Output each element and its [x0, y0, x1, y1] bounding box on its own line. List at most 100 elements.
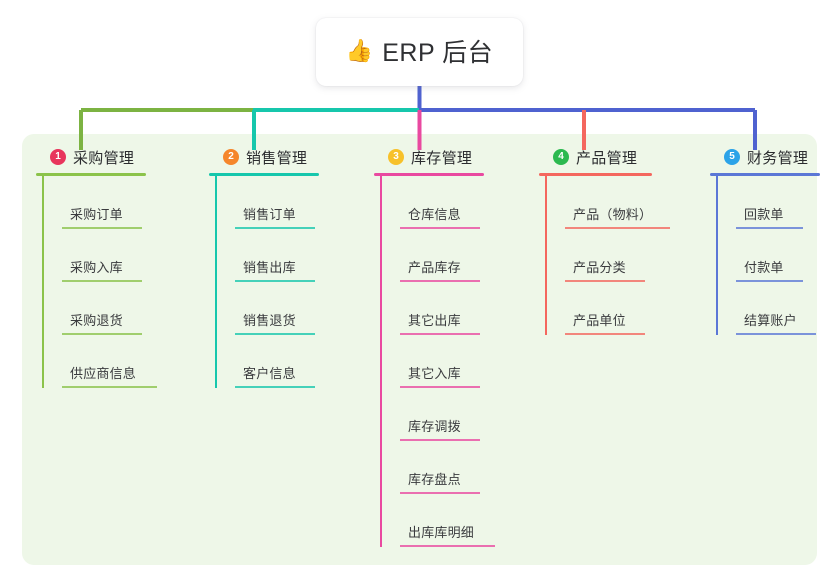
branch-item[interactable]: 出库库明细	[400, 494, 495, 547]
branch-item-label: 销售退货	[243, 313, 296, 328]
branch-item[interactable]: 回款单	[736, 176, 820, 229]
branch-item[interactable]: 销售退货	[235, 282, 319, 335]
branch-item-list-3: 仓库信息产品库存其它出库其它入库库存调拨库存盘点出库库明细	[380, 176, 495, 547]
branch-item-label: 库存盘点	[408, 472, 461, 487]
branch-item-underline	[736, 227, 803, 229]
branch-item-underline	[565, 333, 645, 335]
branch-spine-3	[380, 176, 382, 547]
branch-item-underline	[400, 492, 480, 494]
branch-item[interactable]: 销售订单	[235, 176, 319, 229]
branch-item-underline	[62, 386, 157, 388]
branch-item[interactable]: 销售出库	[235, 229, 319, 282]
branch-item-underline	[235, 386, 315, 388]
branch-column-1: 1 采购管理采购订单采购入库采购退货供应商信息	[36, 146, 157, 388]
branch-underline-5	[710, 173, 820, 176]
branch-item-underline	[62, 227, 142, 229]
branch-item[interactable]: 采购退货	[62, 282, 146, 335]
branch-item-underline	[400, 333, 480, 335]
branch-item-underline	[235, 227, 315, 229]
branch-item[interactable]: 付款单	[736, 229, 820, 282]
branch-item[interactable]: 其它出库	[400, 282, 484, 335]
branch-badge-4: 4	[553, 149, 569, 165]
branch-item-underline	[736, 333, 816, 335]
branch-item-underline	[235, 280, 315, 282]
branch-item-list-4: 产品（物料） 产品分类产品单位	[545, 176, 670, 335]
branch-item-list-1: 采购订单采购入库采购退货供应商信息	[42, 176, 157, 388]
branch-item[interactable]: 产品库存	[400, 229, 484, 282]
branch-item-label: 库存调拨	[408, 419, 461, 434]
branch-item-label: 回款单	[744, 207, 784, 222]
branch-title-5: 财务管理	[747, 149, 809, 167]
branch-item[interactable]: 其它入库	[400, 335, 484, 388]
branch-spine-4	[545, 176, 547, 335]
branch-item[interactable]: 采购入库	[62, 229, 146, 282]
branch-header-4[interactable]: 4 产品管理	[539, 146, 652, 168]
branch-item-label: 仓库信息	[408, 207, 461, 222]
branch-item[interactable]: 库存盘点	[400, 441, 484, 494]
branch-item-label: 结算账户	[744, 313, 797, 328]
branch-item-label: 供应商信息	[70, 366, 137, 381]
branch-item-underline	[400, 386, 480, 388]
branch-item[interactable]: 产品分类	[565, 229, 652, 282]
branch-item-underline	[736, 280, 803, 282]
branch-spine-1	[42, 176, 44, 388]
branch-item-label: 采购退货	[70, 313, 123, 328]
branch-item[interactable]: 客户信息	[235, 335, 319, 388]
branch-column-4: 4 产品管理产品（物料） 产品分类产品单位	[539, 146, 670, 335]
branch-badge-3: 3	[388, 149, 404, 165]
branch-item-label: 产品（物料）	[573, 207, 653, 222]
branch-spine-5	[716, 176, 718, 335]
branch-item-underline	[400, 280, 480, 282]
branch-item-label: 采购入库	[70, 260, 123, 275]
branch-item-underline	[62, 280, 142, 282]
branch-item-label: 采购订单	[70, 207, 123, 222]
branch-underline-4	[539, 173, 652, 176]
branch-item[interactable]: 仓库信息	[400, 176, 484, 229]
branch-item-underline	[400, 227, 480, 229]
branch-item-underline	[235, 333, 315, 335]
branch-item-label: 销售订单	[243, 207, 296, 222]
branch-title-4: 产品管理	[576, 149, 638, 167]
branch-item-underline	[400, 545, 495, 547]
branch-item[interactable]: 库存调拨	[400, 388, 484, 441]
branch-item-label: 销售出库	[243, 260, 296, 275]
branch-title-1: 采购管理	[73, 149, 135, 167]
branch-header-3[interactable]: 3 库存管理	[374, 146, 484, 168]
branch-badge-2: 2	[223, 149, 239, 165]
branch-item[interactable]: 产品（物料）	[565, 176, 670, 229]
branch-item[interactable]: 供应商信息	[62, 335, 157, 388]
branch-column-3: 3 库存管理仓库信息产品库存其它出库其它入库库存调拨库存盘点出库库明细	[374, 146, 495, 547]
branch-item-label: 产品分类	[573, 260, 626, 275]
branch-badge-5: 5	[724, 149, 740, 165]
root-node[interactable]: 👍 ERP 后台	[316, 18, 523, 86]
branch-item[interactable]: 结算账户	[736, 282, 820, 335]
branch-item-label: 产品库存	[408, 260, 461, 275]
branch-item-underline	[565, 280, 645, 282]
branch-item-label: 其它入库	[408, 366, 461, 381]
branch-item-label: 产品单位	[573, 313, 626, 328]
branch-title-3: 库存管理	[411, 149, 473, 167]
branch-item-underline	[62, 333, 142, 335]
branch-item-label: 客户信息	[243, 366, 296, 381]
branch-item-underline	[400, 439, 480, 441]
branch-underline-3	[374, 173, 484, 176]
branch-item-label: 出库库明细	[408, 525, 475, 540]
branch-item-label: 付款单	[744, 260, 784, 275]
root-title: ERP 后台	[382, 39, 494, 67]
branch-underline-2	[209, 173, 319, 176]
branch-header-1[interactable]: 1 采购管理	[36, 146, 146, 168]
branch-badge-1: 1	[50, 149, 66, 165]
branch-item-underline	[565, 227, 670, 229]
thumbs-up-icon: 👍	[345, 38, 374, 63]
branch-header-5[interactable]: 5 财务管理	[710, 146, 820, 168]
branch-item[interactable]: 采购订单	[62, 176, 146, 229]
branch-item[interactable]: 产品单位	[565, 282, 652, 335]
branch-item-list-2: 销售订单销售出库销售退货客户信息	[215, 176, 319, 388]
root-node-content: 👍 ERP 后台	[346, 33, 493, 69]
branch-column-5: 5 财务管理回款单付款单结算账户	[710, 146, 820, 335]
branch-item-list-5: 回款单付款单结算账户	[716, 176, 820, 335]
branch-item-label: 其它出库	[408, 313, 461, 328]
